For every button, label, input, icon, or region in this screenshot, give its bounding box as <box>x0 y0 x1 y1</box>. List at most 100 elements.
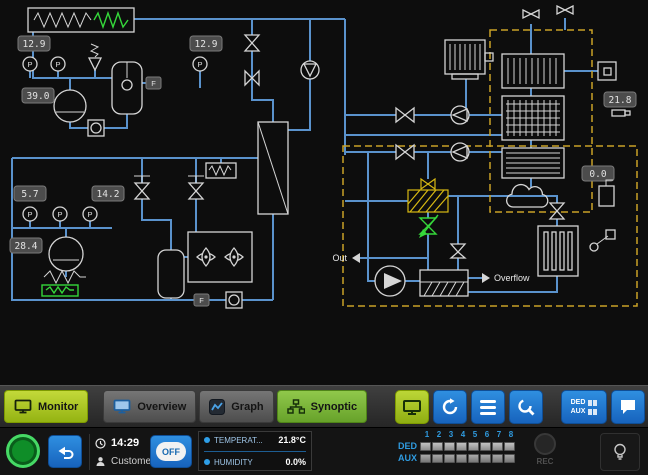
valve-icon <box>395 106 415 124</box>
tab-overview[interactable]: Overview <box>103 390 197 423</box>
badge-value: 12.9 <box>195 39 218 50</box>
channel-indicator <box>480 453 491 463</box>
gauge-letter: P <box>57 210 62 219</box>
compressor-2 <box>48 236 84 272</box>
channel-indicator <box>468 453 479 463</box>
heat-exchanger-top-left <box>27 7 135 33</box>
channel-indicator <box>468 441 479 451</box>
user-label: Customer <box>111 455 155 467</box>
pump-small-1 <box>87 119 105 137</box>
toolbar: Monitor Overview Graph <box>0 385 648 427</box>
ded-aux-button[interactable]: DED AUX <box>561 390 607 424</box>
overflow-label: Overflow <box>494 273 530 283</box>
channel-number: 8 <box>508 430 514 439</box>
tab-monitor-label: Monitor <box>38 400 79 413</box>
check-valve-top <box>300 60 320 80</box>
value-badge: 28.4 <box>9 237 43 254</box>
refresh-icon <box>442 398 458 415</box>
rec-button[interactable] <box>534 433 556 455</box>
tab-synoptic-label: Synoptic <box>310 400 358 413</box>
off-button[interactable]: OFF <box>150 435 192 468</box>
tab-monitor[interactable]: Monitor <box>4 390 89 423</box>
status-dot-icon <box>204 437 210 443</box>
coil-condenser-1 <box>501 53 565 89</box>
status-bar: 14:29 Customer OFF TEMPERAT... 21.8°C <box>0 427 648 475</box>
value-badge: 14.2 <box>91 185 125 202</box>
gauge-letter: P <box>27 60 32 69</box>
tools-button[interactable] <box>509 390 543 424</box>
gauge-letter: P <box>27 210 32 219</box>
monitor-view-button[interactable] <box>395 390 429 424</box>
channel-numbers: 1 2 3 4 5 6 7 8 <box>421 430 517 439</box>
electrode-block <box>537 202 579 277</box>
out-arrow: Out <box>332 253 360 263</box>
small-tank <box>598 179 615 207</box>
humidity-readout: HUMIDITY 0.0% <box>204 457 306 467</box>
compressor-1 <box>53 89 87 123</box>
channel-indicator <box>504 453 515 463</box>
aux-indicators <box>420 453 515 463</box>
actuated-valve <box>133 175 151 200</box>
chat-button[interactable] <box>611 390 645 424</box>
lamp-icon <box>614 443 626 460</box>
readout-panel: TEMPERAT... 21.8°C HUMIDITY 0.0% <box>198 431 312 471</box>
valve-stack <box>243 34 261 87</box>
channel-number: 5 <box>472 430 478 439</box>
lamp-button[interactable] <box>600 433 640 471</box>
badge-value: 39.0 <box>27 91 50 102</box>
fan-coil-unit <box>187 231 253 283</box>
channel-indicator <box>480 441 491 451</box>
channel-indicator <box>504 441 515 451</box>
separator-vessel <box>111 61 143 115</box>
zone-boundaries <box>342 29 638 307</box>
channel-indicator <box>492 453 503 463</box>
channel-number: 1 <box>424 430 430 439</box>
actuated-valve <box>187 175 205 200</box>
refresh-button[interactable] <box>433 390 467 424</box>
gauge-letter: P <box>55 60 60 69</box>
relief-valve-icon <box>87 43 103 72</box>
layers-button[interactable] <box>471 390 505 424</box>
overview-icon <box>113 399 131 414</box>
humidity-value: 0.0% <box>285 457 306 467</box>
channel-panel: 1 2 3 4 5 6 7 8 DED AUX <box>398 430 517 463</box>
motor <box>444 39 494 80</box>
synoptic-icon <box>286 399 305 414</box>
power-button[interactable] <box>6 434 40 468</box>
gauge-letter: P <box>197 60 202 69</box>
return-icon <box>58 446 74 459</box>
channel-indicator <box>444 441 455 451</box>
channel-number: 4 <box>460 430 466 439</box>
gauge-letter: P <box>87 210 92 219</box>
pressure-gauge: P <box>22 56 38 72</box>
circulation-pump <box>374 265 406 297</box>
badge-value: 5.7 <box>21 189 38 200</box>
badge-value: 0.0 <box>589 169 606 180</box>
clock-icon <box>95 437 106 449</box>
value-badge: 12.9 <box>189 35 223 52</box>
channel-indicator <box>456 453 467 463</box>
badge-value: 21.8 <box>609 95 632 106</box>
readout-divider <box>204 450 306 452</box>
valve-icon <box>395 143 415 161</box>
channel-number: 2 <box>436 430 442 439</box>
channel-indicator <box>432 453 443 463</box>
plate-heat-exchanger <box>257 121 289 215</box>
rec-label: REC <box>536 457 554 466</box>
return-button[interactable] <box>48 435 82 468</box>
valve-icon <box>449 243 467 259</box>
tab-synoptic[interactable]: Synoptic <box>276 390 368 423</box>
value-badge: 21.8 <box>603 91 637 108</box>
humidifier-unit <box>407 177 449 213</box>
channel-number: 6 <box>484 430 490 439</box>
channel-number: 7 <box>496 430 502 439</box>
tab-graph-label: Graph <box>231 400 264 413</box>
layers-icon <box>480 399 496 415</box>
pump-small-2 <box>225 291 243 309</box>
channel-indicator <box>492 441 503 451</box>
heater-element <box>43 269 86 285</box>
tab-graph[interactable]: Graph <box>199 390 274 423</box>
flow-indicator: F <box>145 76 162 90</box>
coil-evaporator <box>501 147 565 179</box>
filter-box <box>597 61 617 81</box>
